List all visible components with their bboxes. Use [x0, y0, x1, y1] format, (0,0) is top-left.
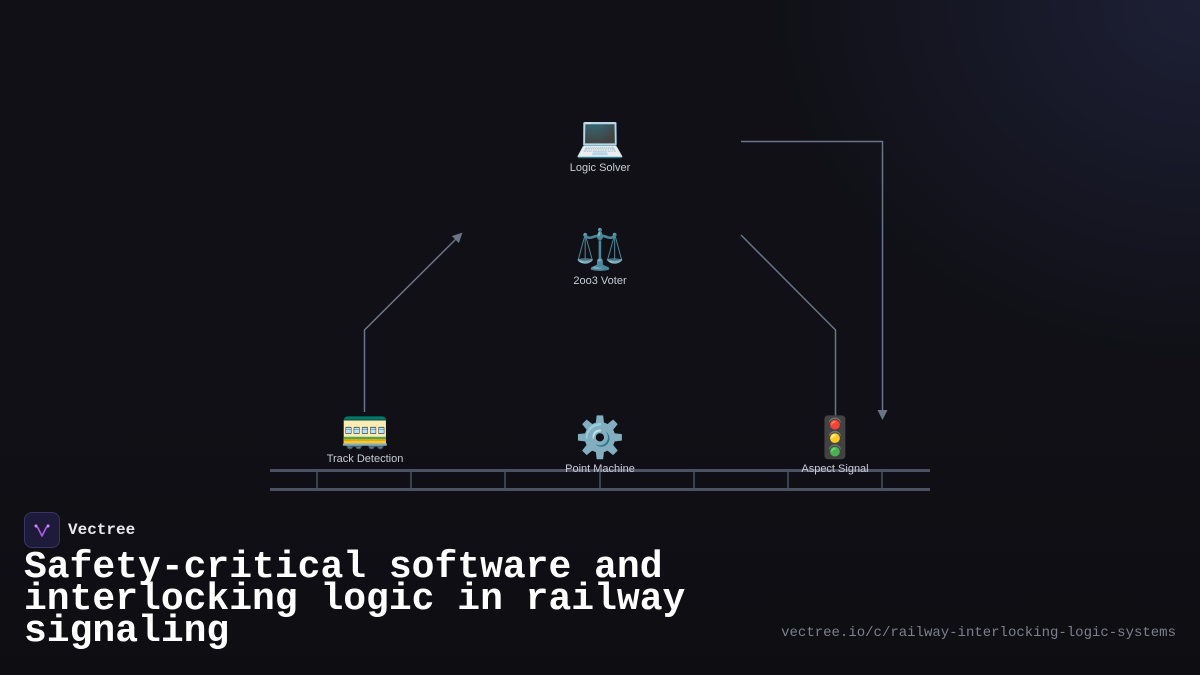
- voter-node: ⚖️ 2oo3 Voter: [540, 227, 660, 288]
- connector-voter-to-signal: [740, 234, 837, 416]
- connector-solver-to-signal: [741, 140, 888, 420]
- connector-track-detection-to-solver: [363, 232, 463, 412]
- page-title: Safety-critical software and interlockin…: [24, 546, 686, 653]
- point-machine-node: ⚙️ Point Machine: [540, 415, 660, 476]
- voter-label: 2oo3 Voter: [573, 275, 627, 287]
- aspect-signal-node: 🚦 Aspect Signal: [775, 415, 895, 476]
- gear-icon: ⚙️: [575, 415, 625, 461]
- railway-sleepers: [316, 471, 883, 489]
- logic-solver-node: 💻 Logic Solver: [540, 114, 660, 175]
- logic-solver-label: Logic Solver: [569, 162, 631, 174]
- track-detection-node: 🚃 Track Detection: [305, 405, 425, 466]
- footer-url[interactable]: vectree.io/c/railway-interlocking-logic-…: [781, 625, 1176, 641]
- scales-icon: ⚖️: [575, 227, 625, 273]
- traffic-light-icon: 🚦: [810, 415, 860, 461]
- brand-name: Vectree: [68, 521, 136, 539]
- train-car-icon: 🚃: [340, 405, 390, 451]
- aspect-signal-label: Aspect Signal: [801, 463, 869, 475]
- track-detection-label: Track Detection: [326, 453, 404, 465]
- laptop-icon: 💻: [575, 114, 625, 160]
- brand: Vectree: [24, 512, 135, 548]
- point-machine-label: Point Machine: [565, 463, 635, 475]
- railway-track: [270, 469, 930, 491]
- brand-logo-icon: [24, 512, 60, 548]
